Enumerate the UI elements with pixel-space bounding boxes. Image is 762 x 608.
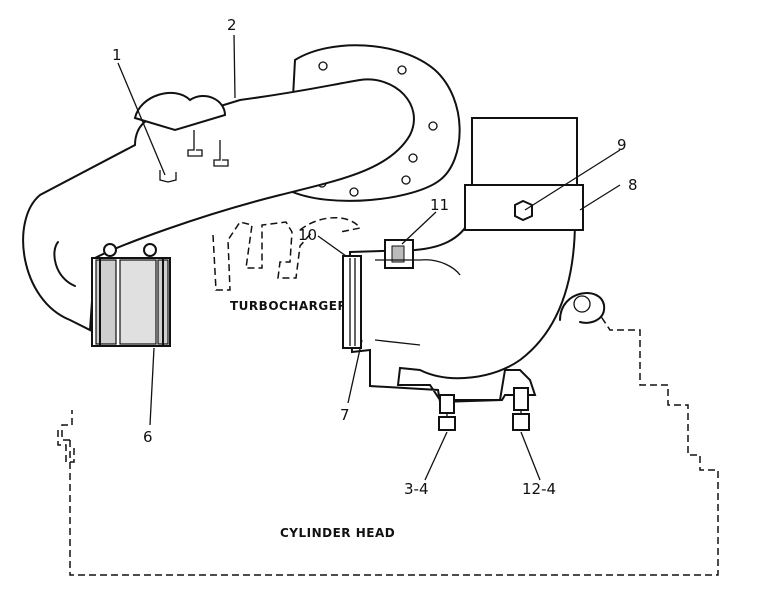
callout-11: 11	[430, 196, 449, 214]
callout-9: 9	[617, 136, 627, 154]
exhaust-elbow	[22, 44, 461, 332]
leader-lines	[117, 34, 621, 481]
callout-6: 6	[143, 428, 153, 446]
lower-left-fitting	[57, 430, 75, 463]
turbocharger-label: TURBOCHARGER	[230, 299, 347, 313]
cylinder-head-label: CYLINDER HEAD	[280, 526, 395, 540]
cylinder-head-boss	[559, 292, 606, 324]
callout-7: 7	[340, 406, 350, 424]
outlet-pipe	[464, 117, 584, 231]
callout-1: 1	[112, 46, 122, 64]
callout-2: 2	[227, 16, 237, 34]
outlet-elbow	[342, 219, 577, 404]
stud-group	[159, 130, 229, 183]
bolt-12-4	[512, 387, 530, 431]
callout-10: 10	[298, 226, 317, 244]
bolt-3-4	[438, 394, 456, 431]
callout-8: 8	[628, 176, 638, 194]
turbocharger-outline	[212, 217, 362, 291]
clamp-sleeve	[91, 243, 171, 347]
cylinder-head-outline	[61, 314, 719, 576]
callout-3-4: 3-4	[404, 480, 429, 498]
callout-12-4: 12-4	[522, 480, 556, 498]
boss-bore	[573, 295, 591, 313]
